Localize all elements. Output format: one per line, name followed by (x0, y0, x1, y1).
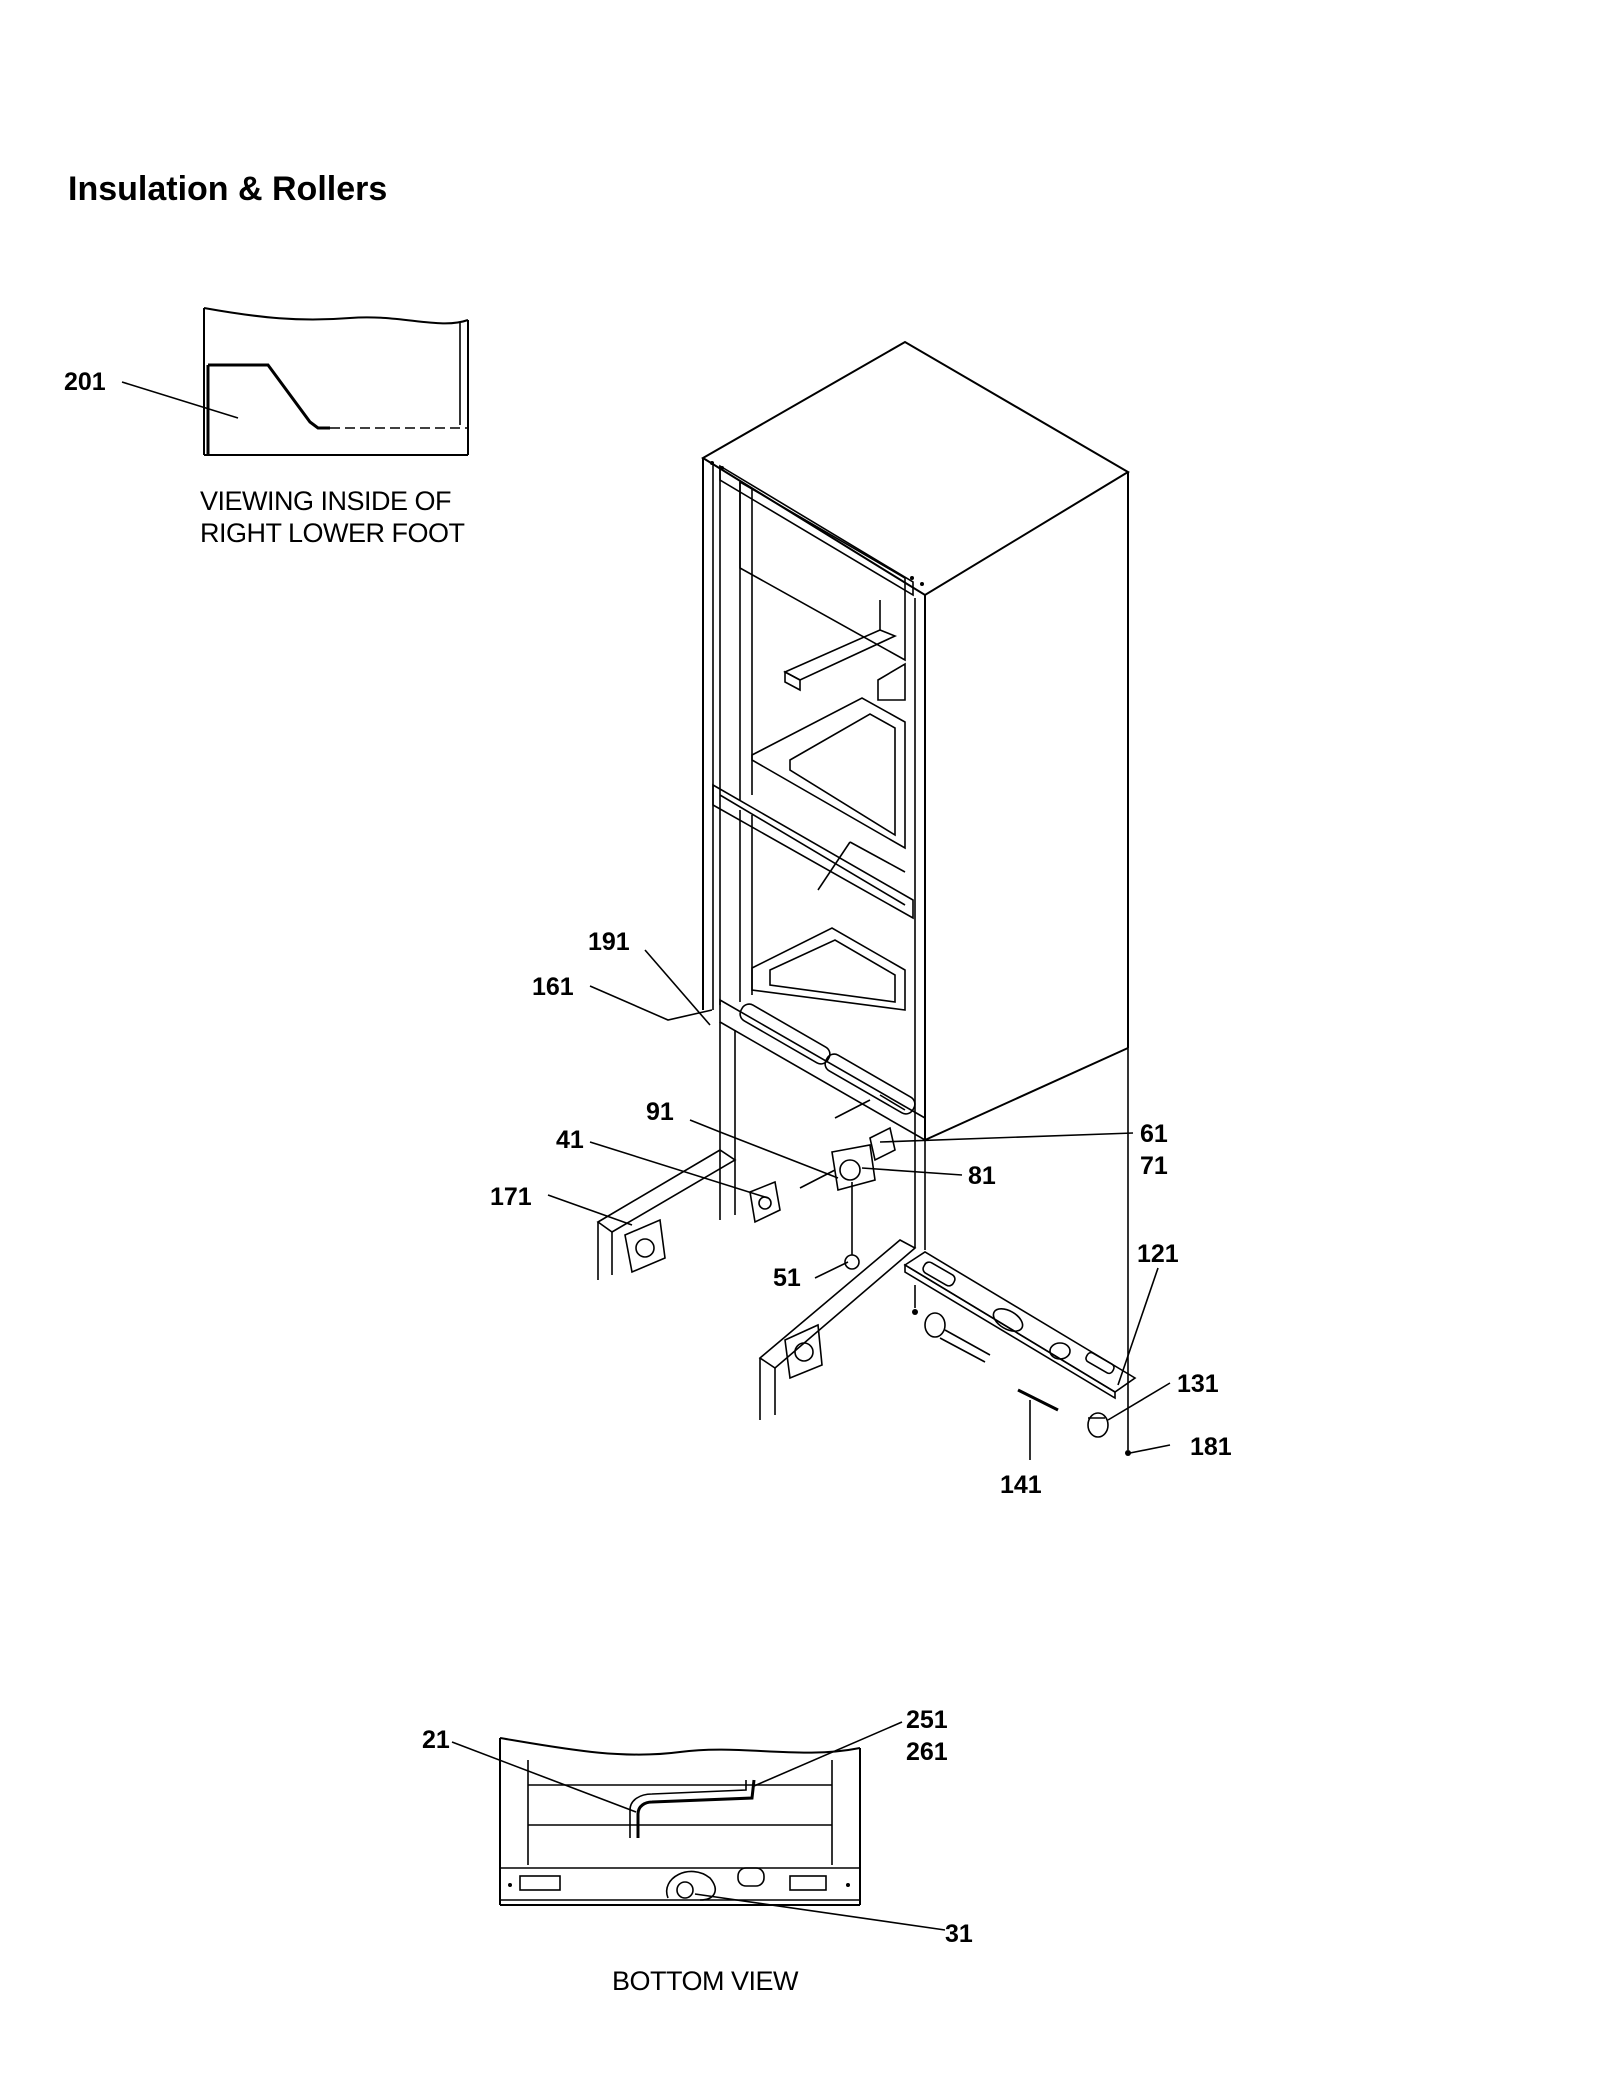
callout-leaders (547, 949, 1171, 1460)
callout-161: 161 (532, 973, 574, 1001)
callout-91: 91 (646, 1098, 674, 1126)
callout-181: 181 (1190, 1433, 1232, 1461)
callout-171: 171 (490, 1183, 532, 1211)
callout-131: 131 (1177, 1370, 1219, 1398)
foot-detail-caption-line1: VIEWING INSIDE OF (200, 486, 451, 516)
callout-141: 141 (1000, 1471, 1042, 1499)
bottom-view-caption: BOTTOM VIEW (612, 1966, 799, 1996)
callout-251: 251 (906, 1706, 948, 1734)
callout-81: 81 (968, 1162, 996, 1190)
lower-assembly (596, 1048, 1137, 1456)
foot-detail-caption-line2: RIGHT LOWER FOOT (200, 518, 465, 548)
refrigerator-cabinet (701, 340, 1130, 1220)
callout-261: 261 (906, 1738, 948, 1766)
callout-51: 51 (773, 1264, 801, 1292)
bottom-view-inset: 21 251 261 31 BOTTOM VIEW (422, 1706, 973, 1996)
callout-121: 121 (1137, 1240, 1179, 1268)
callout-41: 41 (556, 1126, 584, 1154)
callout-31: 31 (945, 1920, 973, 1948)
page-title: Insulation & Rollers (68, 170, 387, 208)
foot-detail-inset: 201 VIEWING INSIDE OF RIGHT LOWER FOOT (64, 307, 469, 548)
callout-61: 61 (1140, 1120, 1168, 1148)
callout-201: 201 (64, 368, 106, 396)
callout-191: 191 (588, 928, 630, 956)
callout-21: 21 (422, 1726, 450, 1754)
callout-71: 71 (1140, 1152, 1168, 1180)
